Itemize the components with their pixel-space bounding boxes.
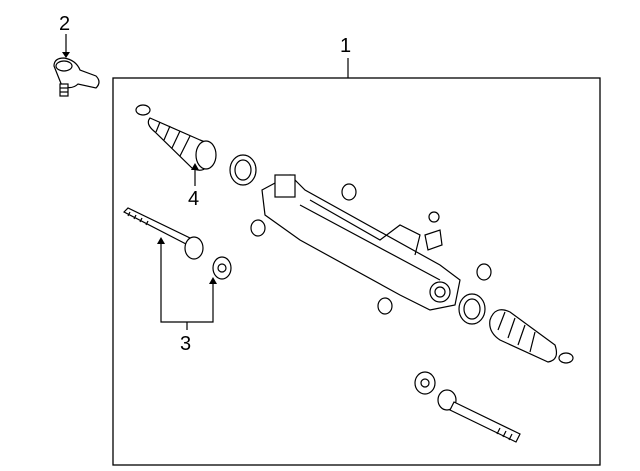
callout-4[interactable]: 4 xyxy=(188,188,199,210)
rack-boot-right[interactable] xyxy=(458,293,574,364)
steering-rack-housing[interactable] xyxy=(250,174,492,315)
callout-3[interactable]: 3 xyxy=(180,333,191,355)
arrow-head xyxy=(209,277,217,284)
arrow-head xyxy=(62,52,70,58)
arrow-head xyxy=(157,237,165,244)
inner-tie-rod-left[interactable] xyxy=(122,207,232,280)
rack-boot-left[interactable] xyxy=(135,104,257,186)
assembly-frame xyxy=(112,77,601,466)
arrow-head xyxy=(191,163,199,170)
callout-1[interactable]: 1 xyxy=(340,35,351,57)
inner-tie-rod-right[interactable] xyxy=(414,371,521,443)
outer-tie-rod-end[interactable] xyxy=(53,57,100,97)
leader-line-3 xyxy=(160,240,214,330)
callout-2[interactable]: 2 xyxy=(59,13,70,35)
